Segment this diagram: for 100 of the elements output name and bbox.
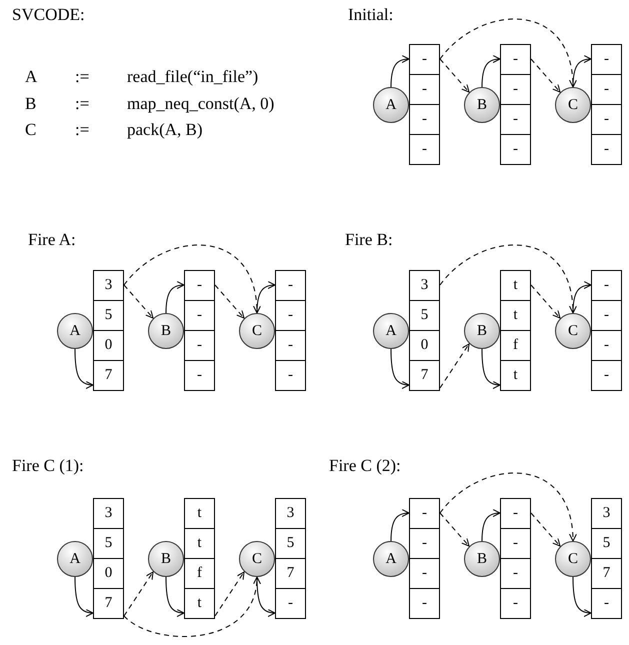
arrow: [256, 281, 276, 314]
array-cell: -: [275, 360, 306, 391]
array-cell: f: [184, 558, 215, 589]
array-cell: -: [591, 270, 622, 301]
array-cell: -: [184, 300, 215, 331]
array-cell: 7: [591, 558, 622, 589]
arrow: [390, 348, 410, 389]
panel-title: SVCODE:: [12, 4, 85, 26]
array-cell: -: [275, 588, 306, 619]
array-cell: -: [409, 134, 440, 165]
array-cell: 3: [591, 498, 622, 529]
array-cell: -: [591, 74, 622, 105]
arrow: [390, 55, 410, 88]
arrow: [482, 509, 500, 542]
array-cell: 3: [409, 270, 440, 301]
array-cell: t: [500, 360, 531, 391]
dashed-arrow: [530, 284, 560, 318]
array-cell: 3: [275, 498, 306, 529]
array-cell: 0: [409, 330, 440, 361]
dashed-arrow: [530, 58, 560, 92]
array-cell: 0: [93, 558, 124, 589]
code-text: :=: [75, 119, 90, 140]
panel-title: Fire C (1):: [12, 455, 84, 476]
arrow: [572, 281, 592, 314]
code-text: B: [25, 93, 36, 114]
dashed-arrow: [440, 344, 470, 388]
arrow: [482, 348, 500, 389]
array-cell: t: [184, 498, 215, 529]
array-cell: -: [500, 104, 531, 135]
code-text: :=: [75, 66, 90, 88]
array-cell: 7: [409, 360, 440, 391]
array-cell: -: [184, 270, 215, 301]
arrow: [166, 281, 184, 314]
dashed-arrow: [440, 244, 576, 314]
array-cell: -: [591, 588, 622, 619]
panel-title: Fire C (2):: [329, 455, 401, 476]
dashed-arrow: [124, 576, 260, 637]
arrow: [390, 509, 410, 542]
array-cell: -: [409, 528, 440, 559]
array-cell: -: [500, 134, 531, 165]
array-cell: -: [275, 300, 306, 331]
array-cell: -: [409, 588, 440, 619]
arrow: [256, 576, 276, 617]
array-cell: -: [500, 558, 531, 589]
array-cell: -: [500, 498, 531, 529]
array-cell: -: [591, 134, 622, 165]
arrow: [572, 576, 592, 617]
dashed-arrow: [214, 284, 244, 318]
panel-title: Initial:: [348, 4, 394, 26]
array-cell: -: [591, 360, 622, 391]
array-cell: -: [500, 528, 531, 559]
array-cell: 7: [93, 588, 124, 619]
array-cell: 3: [93, 270, 124, 301]
array-cell: 5: [591, 528, 622, 559]
array-cell: 5: [93, 300, 124, 331]
array-cell: 3: [93, 498, 124, 529]
arrow: [482, 55, 500, 88]
array-cell: -: [591, 330, 622, 361]
dashed-arrow: [440, 512, 470, 546]
code-text: read_file(“in_file”): [127, 66, 258, 88]
array-cell: -: [275, 330, 306, 361]
array-cell: 5: [409, 300, 440, 331]
dashed-arrow: [214, 572, 244, 616]
array-cell: -: [409, 558, 440, 589]
arrow: [572, 55, 592, 88]
array-cell: f: [500, 330, 531, 361]
array-cell: -: [409, 498, 440, 529]
arrow: [74, 576, 94, 617]
array-cell: -: [409, 74, 440, 105]
array-cell: 7: [93, 360, 124, 391]
code-text: A: [25, 66, 38, 88]
array-cell: -: [500, 588, 531, 619]
panel-title: Fire A:: [28, 229, 76, 250]
arrow: [166, 576, 184, 617]
code-text: pack(A, B): [127, 119, 203, 140]
code-text: :=: [75, 93, 90, 114]
array-cell: -: [591, 104, 622, 135]
array-cell: -: [184, 360, 215, 391]
array-cell: 0: [93, 330, 124, 361]
array-cell: t: [500, 270, 531, 301]
dashed-arrow: [440, 58, 470, 92]
array-cell: -: [409, 44, 440, 75]
array-cell: t: [184, 528, 215, 559]
dashed-arrow: [124, 244, 260, 314]
array-cell: -: [591, 300, 622, 331]
array-cell: 5: [93, 528, 124, 559]
dashed-arrow: [530, 512, 560, 546]
array-cell: -: [500, 74, 531, 105]
code-text: C: [25, 119, 36, 140]
array-cell: -: [275, 270, 306, 301]
array-cell: 7: [275, 558, 306, 589]
dashed-arrow: [440, 472, 576, 542]
dashed-arrow: [440, 18, 576, 88]
arrow: [74, 348, 94, 389]
panel-title: Fire B:: [345, 229, 393, 250]
array-cell: -: [184, 330, 215, 361]
array-cell: t: [500, 300, 531, 331]
code-text: map_neq_const(A, 0): [127, 93, 274, 114]
dashed-arrow: [124, 284, 154, 318]
array-cell: -: [409, 104, 440, 135]
